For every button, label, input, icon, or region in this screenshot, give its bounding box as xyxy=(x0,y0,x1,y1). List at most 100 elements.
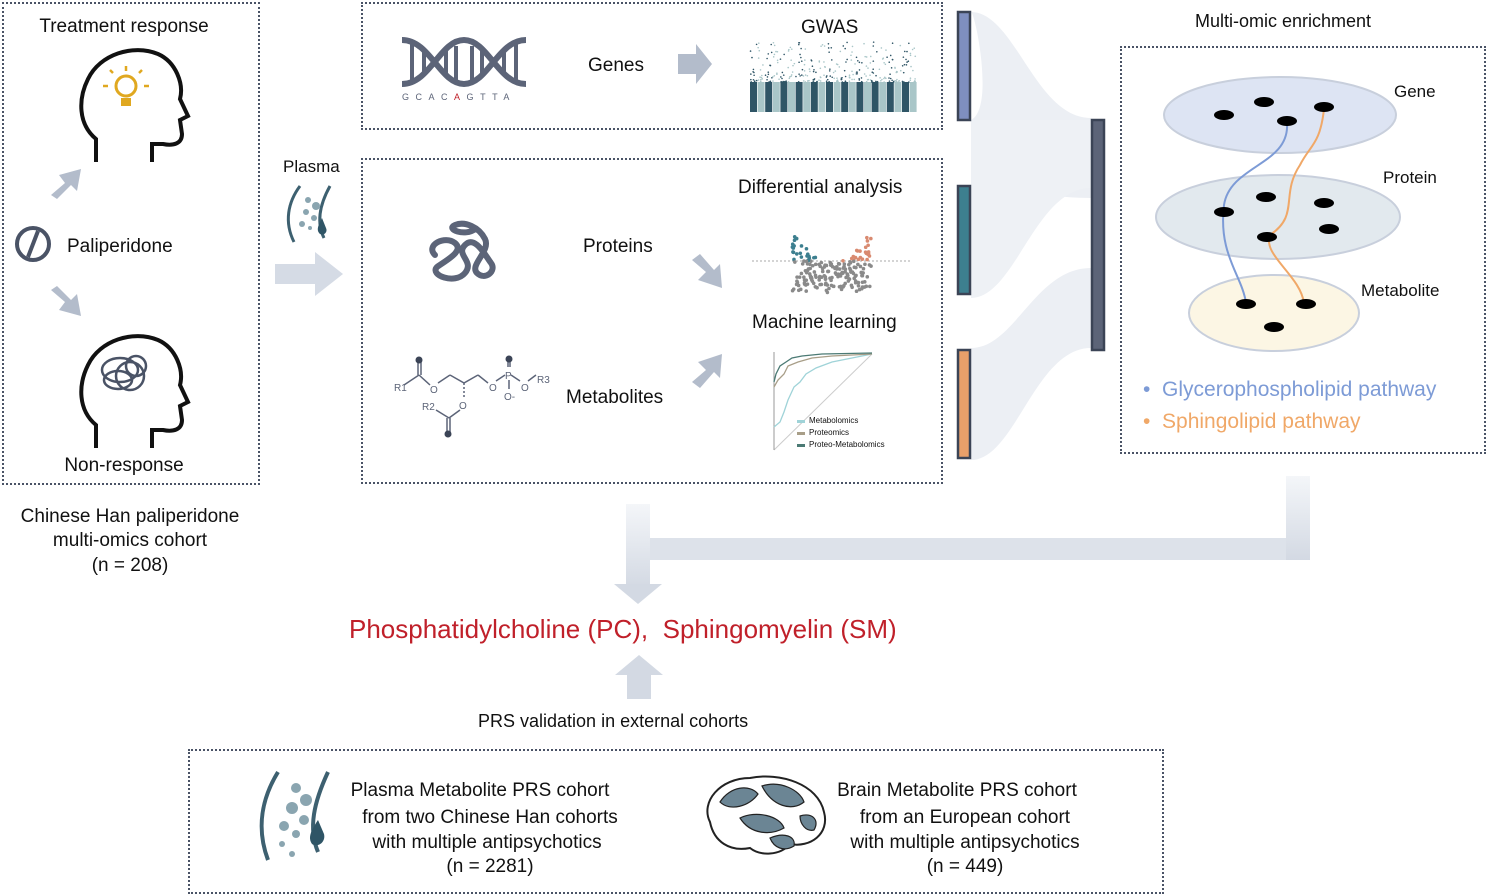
enrichment-network xyxy=(1155,76,1401,352)
gwas-point xyxy=(851,51,853,53)
gwas-point xyxy=(770,43,773,46)
volcano-point xyxy=(809,275,814,280)
roc-legend-metabolomics: Metabolomics xyxy=(809,416,859,425)
gwas-point xyxy=(883,76,886,79)
volcano-point xyxy=(842,283,846,288)
volcano-point xyxy=(867,284,872,289)
gwas-point xyxy=(858,79,861,81)
volcano-point xyxy=(807,272,812,276)
gwas-point xyxy=(872,68,874,71)
gwas-point xyxy=(846,41,848,44)
gwas-chromosome xyxy=(871,82,879,112)
volcano-point xyxy=(852,265,857,270)
validation-title: PRS validation in external cohorts xyxy=(478,711,749,731)
gwas-point xyxy=(875,74,877,77)
volcano-point xyxy=(843,269,847,274)
gwas-point xyxy=(831,76,834,79)
gwas-point xyxy=(837,80,839,83)
gwas-point xyxy=(871,71,874,74)
cohort-caption-line3: (n = 208) xyxy=(91,555,169,576)
gwas-point xyxy=(909,54,912,57)
gwas-point xyxy=(808,68,811,70)
gwas-point xyxy=(757,79,760,81)
gwas-point xyxy=(766,57,768,60)
arrow-down-right-icon xyxy=(692,254,722,288)
gwas-point xyxy=(802,75,805,77)
pathway-label: Glycerophospholipid pathway xyxy=(1162,378,1437,401)
gwas-point xyxy=(757,46,759,49)
gwas-point xyxy=(764,74,767,77)
volcano-point xyxy=(825,290,830,295)
gwas-point xyxy=(770,51,773,54)
gwas-point xyxy=(772,41,775,44)
gwas-point xyxy=(848,74,851,76)
volcano-point xyxy=(852,276,856,281)
gwas-point xyxy=(898,80,900,82)
gwas-point xyxy=(759,76,761,78)
gwas-point xyxy=(905,64,908,66)
protein-bar xyxy=(956,184,972,296)
arrow-up-right-icon xyxy=(692,354,722,388)
gwas-point xyxy=(812,79,815,81)
gwas-point xyxy=(881,78,883,81)
gwas-point xyxy=(905,58,907,61)
differential-analysis-label: Differential analysis xyxy=(738,177,903,198)
gwas-chromosome xyxy=(841,82,849,112)
gwas-point xyxy=(755,79,758,82)
gwas-point xyxy=(872,45,875,47)
gwas-chromosome xyxy=(826,82,833,112)
volcano-point xyxy=(847,276,851,281)
gwas-point xyxy=(812,81,815,83)
gwas-point xyxy=(750,78,752,81)
gwas-point xyxy=(768,81,770,83)
layer-protein-label: Protein xyxy=(1383,168,1437,187)
gwas-point xyxy=(851,70,853,73)
volcano-point xyxy=(863,250,868,254)
gwas-point xyxy=(885,49,887,51)
volcano-point xyxy=(866,243,870,248)
gwas-point xyxy=(801,68,804,71)
volcano-point xyxy=(854,273,858,278)
oxygen-label: O xyxy=(430,385,438,396)
volcano-point xyxy=(802,275,806,280)
gwas-point xyxy=(762,64,764,66)
gwas-point xyxy=(882,57,885,60)
base: G xyxy=(466,92,481,102)
gwas-point xyxy=(750,81,753,83)
gwas-point xyxy=(821,43,824,46)
gwas-chromosome xyxy=(810,82,818,112)
gwas-point xyxy=(828,80,830,83)
volcano-point xyxy=(840,270,845,275)
result-text: Phosphatidylcholine (PC), Sphingomyelin … xyxy=(349,614,897,645)
gwas-point xyxy=(799,75,801,77)
gwas-chromosome xyxy=(803,82,811,112)
gwas-point xyxy=(773,44,776,47)
gwas-point xyxy=(855,71,858,73)
gwas-point xyxy=(806,74,809,77)
gwas-point xyxy=(772,76,774,78)
gwas-point xyxy=(902,71,905,74)
gwas-point xyxy=(913,47,916,50)
gwas-point xyxy=(751,56,753,59)
cohort-box xyxy=(2,2,260,485)
volcano-point xyxy=(865,239,870,243)
arrow-down-right-icon xyxy=(51,286,81,316)
r1-label: R1 xyxy=(394,383,407,394)
gwas-point xyxy=(843,69,846,72)
gwas-point xyxy=(889,54,892,57)
gwas-point xyxy=(824,66,826,68)
gwas-chromosome xyxy=(757,82,765,112)
gwas-point xyxy=(902,56,905,58)
gwas-point xyxy=(899,69,902,72)
pathway-label: Sphingolipid pathway xyxy=(1162,410,1361,433)
gwas-point xyxy=(842,45,845,47)
gwas-point xyxy=(789,46,792,49)
volcano-point xyxy=(830,264,835,269)
volcano-point xyxy=(849,270,853,274)
arrow-up-icon xyxy=(615,655,663,699)
volcano-point xyxy=(856,262,860,267)
gwas-point xyxy=(863,73,866,75)
gwas-point xyxy=(891,58,894,61)
plasma-cohort-line3: with multiple antipsychotics xyxy=(372,832,602,853)
proteins-label: Proteins xyxy=(583,236,653,257)
